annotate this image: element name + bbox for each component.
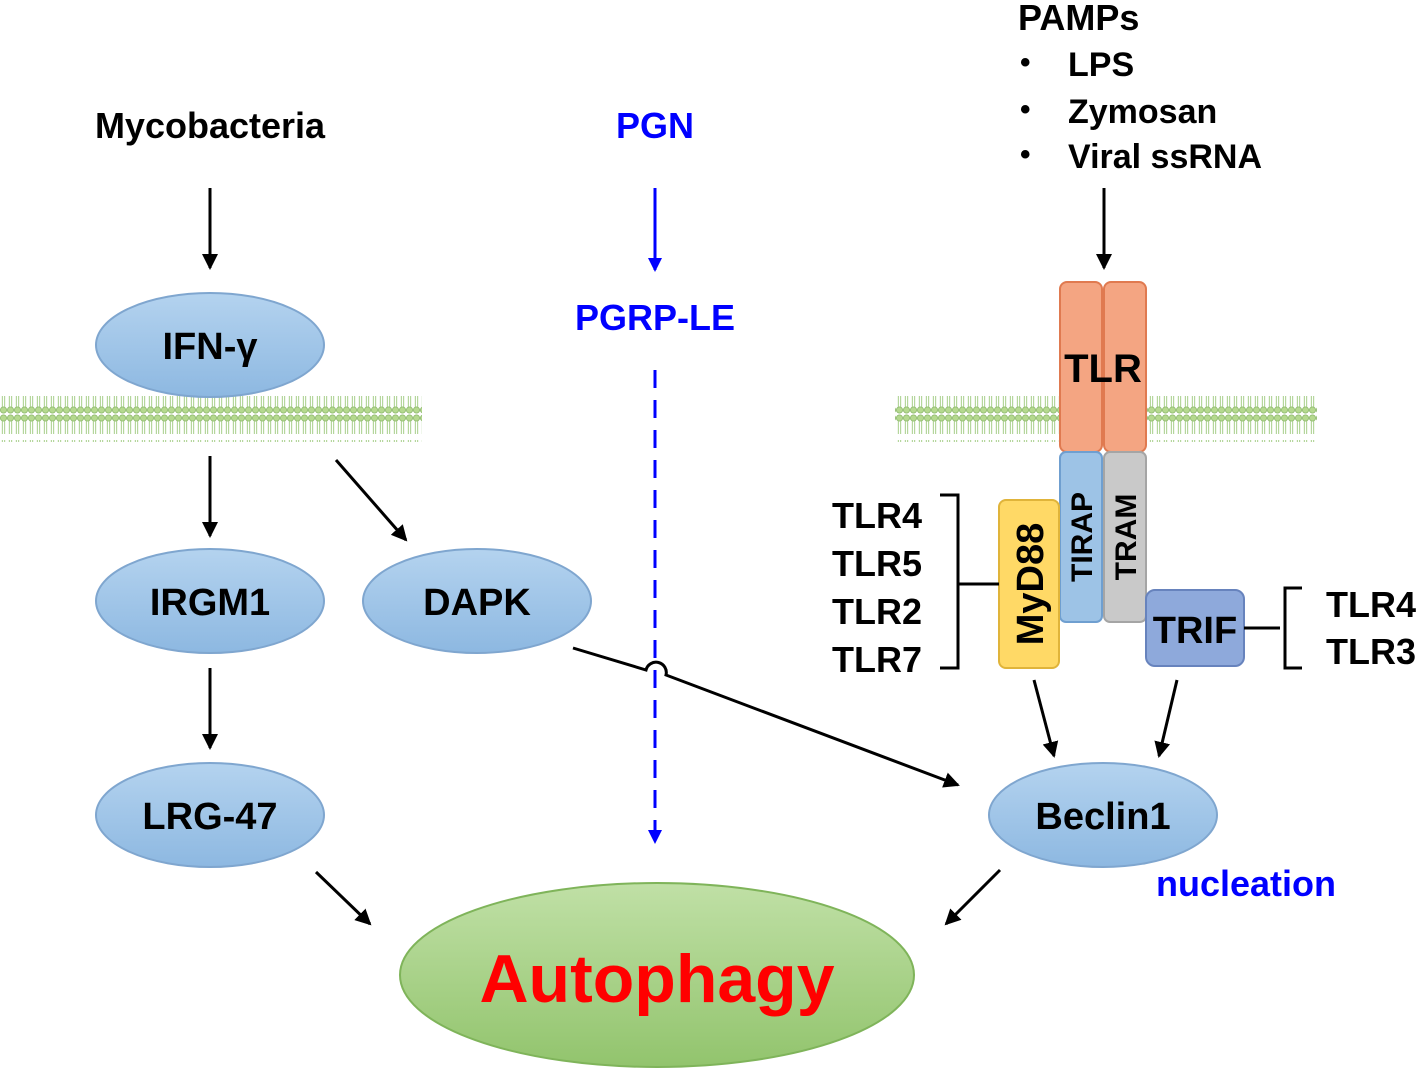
trif-tlr-2: TLR3 bbox=[1326, 631, 1416, 672]
trif-tlr-1: TLR4 bbox=[1326, 584, 1416, 625]
node-lrg47-label: LRG-47 bbox=[142, 796, 277, 838]
arrow-myd88-beclin1 bbox=[1032, 679, 1059, 758]
myd88-tlr-3: TLR2 bbox=[832, 591, 922, 632]
tram-label: TRAM bbox=[1110, 494, 1143, 581]
arrow-beclin1-autophagy bbox=[944, 868, 1002, 926]
myd88-tlr-4: TLR7 bbox=[832, 639, 922, 680]
node-beclin1-label: Beclin1 bbox=[1035, 796, 1170, 838]
myd88-tlr-1: TLR4 bbox=[832, 495, 922, 536]
node-lrg47: LRG-47 bbox=[95, 762, 325, 868]
trif-label: TRIF bbox=[1153, 610, 1237, 652]
pamps-bullet-3: • bbox=[1020, 138, 1031, 171]
tlr-label: TLR bbox=[1064, 347, 1142, 391]
node-beclin1: Beclin1 bbox=[988, 762, 1218, 868]
nucleation-label: nucleation bbox=[1156, 863, 1336, 904]
myd88-tlr-2: TLR5 bbox=[832, 543, 922, 584]
node-autophagy-label: Autophagy bbox=[479, 941, 834, 1017]
arrow-lrg47-autophagy bbox=[314, 870, 372, 926]
tlr-receptor: TLR bbox=[1059, 281, 1147, 453]
node-dapk: DAPK bbox=[362, 548, 592, 654]
pamps-title: PAMPs bbox=[1018, 0, 1139, 38]
adaptor-tram: TRAM bbox=[1103, 451, 1147, 623]
node-ifn-gamma: IFN-γ bbox=[95, 292, 325, 398]
node-autophagy: Autophagy bbox=[399, 882, 915, 1068]
pamps-item-viral-ssrna: Viral ssRNA bbox=[1068, 138, 1262, 176]
node-dapk-label: DAPK bbox=[423, 582, 531, 624]
pamps-bullet-1: • bbox=[1020, 46, 1031, 79]
trif-bracket bbox=[1244, 586, 1302, 670]
pamps-bullet-2: • bbox=[1020, 93, 1031, 126]
pamps-item-zymosan: Zymosan bbox=[1068, 93, 1217, 131]
node-irgm1-label: IRGM1 bbox=[150, 582, 270, 624]
left-membrane bbox=[0, 396, 422, 442]
arrow-trif-beclin1 bbox=[1154, 679, 1179, 758]
arrow-membrane-dapk bbox=[334, 459, 408, 542]
myd88-bracket bbox=[940, 493, 999, 670]
arrow-dapk-beclin1 bbox=[572, 646, 960, 788]
myd88-label: MyD88 bbox=[1010, 523, 1052, 646]
pgrp-le-label: PGRP-LE bbox=[575, 297, 735, 338]
myd88-tlr-group: TLR4 TLR5 TLR2 TLR7 bbox=[832, 493, 999, 680]
trif-tlr-group: TLR4 TLR3 bbox=[1244, 584, 1416, 672]
node-irgm1: IRGM1 bbox=[95, 548, 325, 654]
adaptor-myd88: MyD88 bbox=[998, 499, 1060, 669]
adaptor-trif: TRIF bbox=[1145, 589, 1245, 667]
mycobacteria-label: Mycobacteria bbox=[95, 105, 326, 146]
node-ifn-gamma-label: IFN-γ bbox=[163, 326, 258, 368]
pgn-label: PGN bbox=[616, 105, 694, 146]
pamps-item-lps: LPS bbox=[1068, 46, 1134, 84]
adaptor-tirap: TIRAP bbox=[1059, 451, 1103, 623]
tirap-label: TIRAP bbox=[1066, 492, 1099, 582]
